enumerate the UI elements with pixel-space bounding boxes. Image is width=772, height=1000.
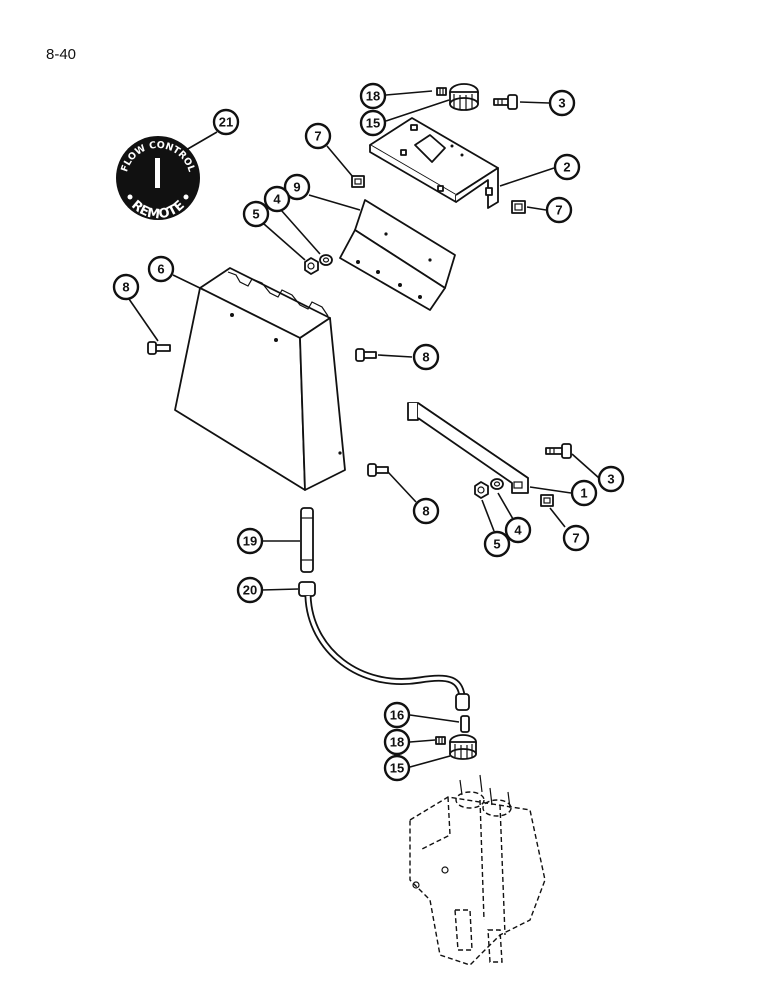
callout-5-lower-label: 5 bbox=[493, 537, 500, 552]
screw-cover-right bbox=[355, 348, 377, 362]
callout-20-label: 20 bbox=[243, 583, 257, 598]
callout-9-label: 9 bbox=[293, 180, 300, 195]
callout-8-lower-label: 8 bbox=[422, 504, 429, 519]
callout-9: 9 bbox=[283, 173, 311, 201]
callout-7-lower: 7 bbox=[562, 524, 590, 552]
callout-15-lower: 15 bbox=[383, 754, 411, 782]
callout-19: 19 bbox=[236, 527, 264, 555]
control-shaft bbox=[300, 507, 314, 573]
callout-15-lower-label: 15 bbox=[390, 761, 404, 776]
callouts: 21 18 15 3 7 2 7 9 4 5 6 8 8 3 1 8 4 5 7… bbox=[112, 82, 625, 782]
control-cable bbox=[298, 581, 470, 711]
control-valve bbox=[409, 774, 546, 966]
hex-nut-upper bbox=[304, 257, 319, 275]
page-number: 8-40 bbox=[46, 46, 77, 63]
callout-4-lower: 4 bbox=[504, 516, 532, 544]
callout-18-upper: 18 bbox=[359, 82, 387, 110]
callout-5-upper-label: 5 bbox=[252, 207, 259, 222]
callout-8-right: 8 bbox=[412, 343, 440, 371]
lock-washer-upper bbox=[319, 254, 333, 266]
callout-21: 21 bbox=[212, 108, 240, 136]
callout-4-upper-label: 4 bbox=[273, 192, 281, 207]
mounting-bracket-lower bbox=[407, 402, 529, 494]
callout-1-label: 1 bbox=[580, 486, 587, 501]
roll-pin bbox=[460, 715, 470, 733]
callout-5-upper: 5 bbox=[242, 200, 270, 228]
callout-7-right: 7 bbox=[545, 196, 573, 224]
callout-3-upper: 3 bbox=[548, 89, 576, 117]
callout-2-label: 2 bbox=[563, 160, 570, 175]
callout-7-lower-label: 7 bbox=[572, 531, 579, 546]
angle-bracket bbox=[339, 199, 456, 311]
callout-6: 6 bbox=[147, 255, 175, 283]
callout-7-upper-label: 7 bbox=[314, 129, 321, 144]
callout-18-upper-label: 18 bbox=[366, 89, 380, 104]
callout-7-upper: 7 bbox=[304, 122, 332, 150]
lock-washer-lower bbox=[490, 478, 504, 490]
callout-5-lower: 5 bbox=[483, 530, 511, 558]
callout-19-label: 19 bbox=[243, 534, 257, 549]
callout-3-lower: 3 bbox=[597, 465, 625, 493]
console-cover bbox=[174, 267, 346, 491]
callout-8-left: 8 bbox=[112, 273, 140, 301]
callout-15-upper-label: 15 bbox=[366, 116, 380, 131]
callout-7-right-label: 7 bbox=[555, 203, 562, 218]
screw-cover-left bbox=[147, 341, 171, 355]
callout-8-right-label: 8 bbox=[422, 350, 429, 365]
callout-18-lower: 18 bbox=[383, 728, 411, 756]
flow-control-decal: FLOW CONTROL REMOTE bbox=[116, 136, 200, 223]
cap-screw-lower bbox=[545, 443, 572, 459]
callout-4-upper: 4 bbox=[263, 185, 291, 213]
hex-nut-lower bbox=[474, 481, 489, 499]
set-screw-upper bbox=[436, 87, 447, 96]
callout-8-lower: 8 bbox=[412, 497, 440, 525]
mounting-bracket-upper bbox=[369, 117, 499, 209]
callout-16: 16 bbox=[383, 701, 411, 729]
callout-3-lower-label: 3 bbox=[607, 472, 614, 487]
control-knob-upper bbox=[449, 83, 479, 111]
callout-18-lower-label: 18 bbox=[390, 735, 404, 750]
callout-4-lower-label: 4 bbox=[514, 523, 522, 538]
cap-screw-upper bbox=[493, 94, 518, 110]
set-screw-lower bbox=[435, 736, 446, 745]
callout-8-left-label: 8 bbox=[122, 280, 129, 295]
callout-21-label: 21 bbox=[219, 115, 233, 130]
control-knob-lower bbox=[449, 734, 477, 760]
cage-nut-right bbox=[511, 200, 526, 214]
callout-20: 20 bbox=[236, 576, 264, 604]
leader-lines bbox=[128, 90, 600, 768]
callout-6-label: 6 bbox=[157, 262, 164, 277]
callout-16-label: 16 bbox=[390, 708, 404, 723]
callout-3-upper-label: 3 bbox=[558, 96, 565, 111]
callout-1: 1 bbox=[570, 479, 598, 507]
callout-15-upper: 15 bbox=[359, 109, 387, 137]
screw-lower bbox=[367, 463, 389, 477]
cage-nut-lower bbox=[540, 494, 554, 507]
cage-nut-upper bbox=[351, 175, 365, 188]
callout-2: 2 bbox=[553, 153, 581, 181]
